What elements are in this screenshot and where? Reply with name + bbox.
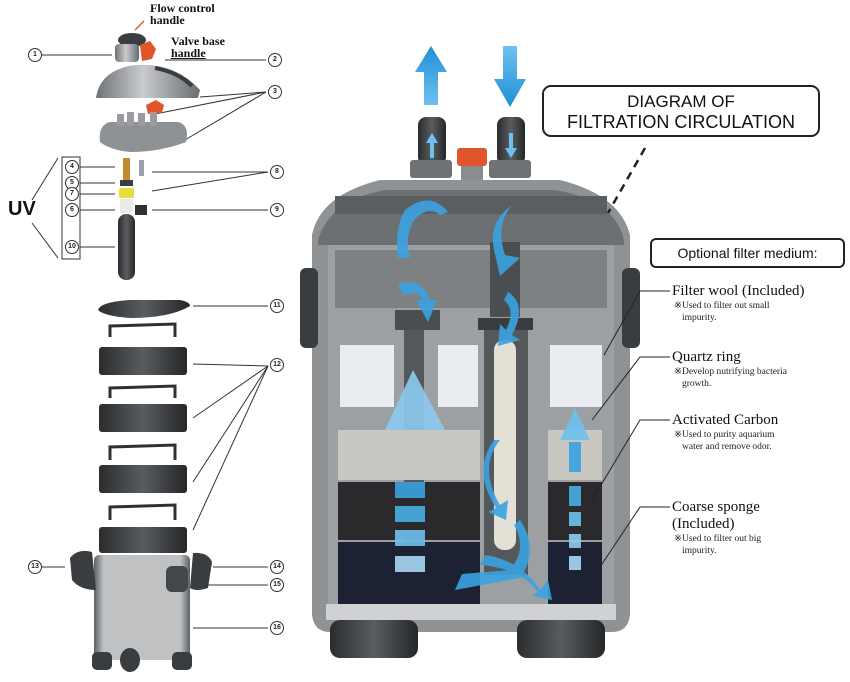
- media-leader-lines: [591, 290, 670, 571]
- media-name: Quartz ring: [672, 349, 741, 365]
- callout-10: 10: [65, 240, 79, 254]
- orange-release-button: [457, 148, 487, 182]
- media-name: Filter wool (Included): [672, 283, 805, 299]
- media-tray-2: [99, 384, 187, 432]
- callout-14: 14: [270, 560, 284, 574]
- media-note-line1: ※Used to filter out small: [674, 301, 770, 311]
- flow-control-label-line1: Flow control: [150, 1, 215, 15]
- callout-12: 12: [270, 358, 284, 372]
- callout-15: 15: [270, 578, 284, 592]
- media-note-line2: water and remove odor.: [682, 442, 772, 452]
- media-note-line1: ※Develop nutrifying bacteria: [674, 367, 787, 377]
- uv-parts-bracket: [61, 156, 81, 260]
- motor-head-part: [99, 112, 187, 152]
- media-note-line1: ※Used to purity aquarium: [674, 430, 775, 440]
- inlet-nozzle: [489, 117, 531, 178]
- diagram-title-line2: FILTRATION CIRCULATION: [566, 112, 795, 132]
- valve-part: [146, 100, 164, 114]
- media-note-line2: impurity.: [682, 546, 717, 556]
- uv-lamp-assembly: [118, 158, 147, 280]
- flow-control-valve-part: [115, 20, 156, 62]
- flow-control-label-line2: handle: [150, 13, 185, 27]
- media-note-line2: impurity.: [682, 313, 717, 323]
- media-quartz-ring: Quartz ring ※Develop nutrifying bacteria…: [672, 349, 787, 390]
- callout-8: 8: [270, 165, 284, 179]
- tray-cover-part: [98, 300, 190, 318]
- media-name-line1: Coarse sponge: [672, 499, 760, 515]
- valve-base-label-line2: handle: [171, 46, 206, 60]
- leader-lines: [31, 54, 269, 629]
- uv-label: UV: [8, 198, 36, 220]
- media-name-line2: (Included): [672, 516, 735, 532]
- inflow-arrow-down: [494, 46, 526, 107]
- media-note-line1: ※Used to filter out big: [674, 534, 762, 544]
- callout-13: 13: [28, 560, 42, 574]
- media-tray-3: [99, 443, 187, 493]
- title-pointer-dashed: [606, 147, 647, 214]
- callout-2: 2: [268, 53, 282, 67]
- callout-9: 9: [270, 203, 284, 217]
- optional-filter-medium-header: Optional filter medium:: [650, 238, 845, 268]
- media-name: Activated Carbon: [672, 412, 779, 428]
- media-tray-4: [99, 503, 187, 553]
- diagram-title-line1: DIAGRAM OF: [627, 92, 735, 111]
- callout-11: 11: [270, 299, 284, 313]
- canister-body-part: [70, 550, 212, 672]
- callout-1: 1: [28, 48, 42, 62]
- callout-6: 6: [65, 203, 79, 217]
- callout-7: 7: [65, 187, 79, 201]
- flow-control-handle-label: Flow control handle: [150, 2, 215, 26]
- valve-base-label-line1: Valve base: [171, 34, 225, 48]
- callout-4: 4: [65, 160, 79, 174]
- callout-16: 16: [270, 621, 284, 635]
- media-filter-wool: Filter wool (Included) ※Used to filter o…: [672, 283, 804, 324]
- internal-flow-arrows: [385, 200, 590, 600]
- media-coarse-sponge: Coarse sponge (Included) ※Used to filter…: [672, 499, 761, 557]
- outflow-arrow-up: [415, 46, 447, 105]
- diagram-title-box: DIAGRAM OF FILTRATION CIRCULATION: [542, 85, 820, 137]
- callout-3: 3: [268, 85, 282, 99]
- media-activated-carbon: Activated Carbon ※Used to purity aquariu…: [672, 412, 778, 453]
- valve-base-handle-label: Valve base handle: [171, 35, 225, 59]
- media-note-line2: growth.: [682, 379, 712, 389]
- media-tray-1: [99, 322, 187, 375]
- outlet-nozzle: [410, 117, 452, 178]
